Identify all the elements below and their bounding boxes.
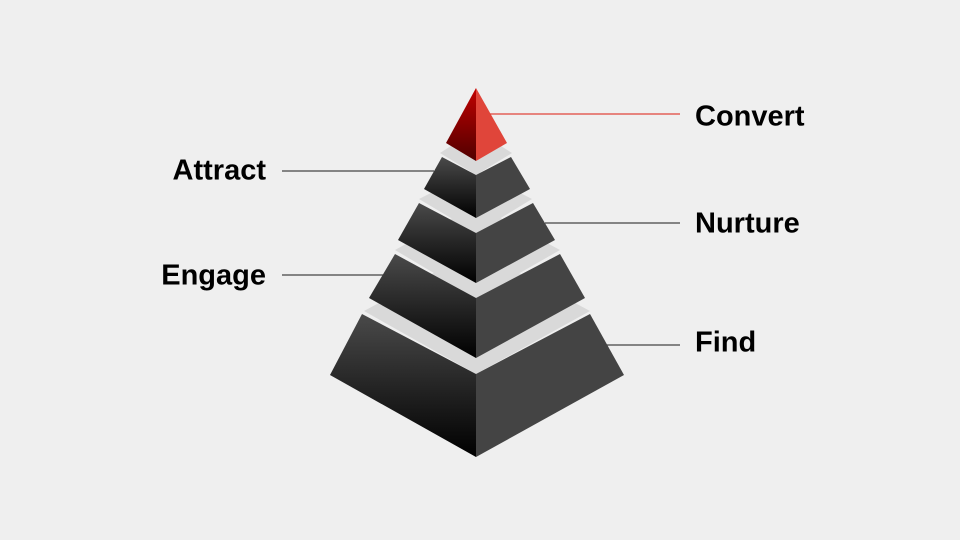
label-engage: Engage xyxy=(161,259,266,292)
label-convert: Convert xyxy=(695,100,805,133)
label-attract: Attract xyxy=(172,154,266,187)
tier-convert-tip xyxy=(446,88,507,161)
label-find: Find xyxy=(695,326,757,359)
label-nurture: Nurture xyxy=(695,207,800,240)
